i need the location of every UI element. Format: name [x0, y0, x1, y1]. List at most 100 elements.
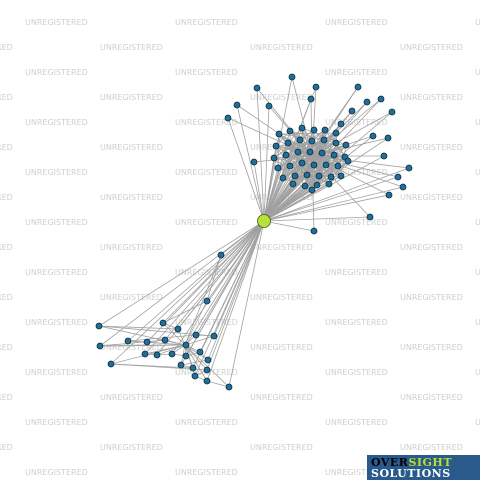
graph-edge: [156, 220, 265, 356]
logo-word-solutions: SOLUTIONS: [371, 467, 451, 480]
graph-edge: [273, 157, 294, 185]
watermark-text: UNREGISTERED: [175, 18, 238, 27]
watermark-text: UNREGISTERED: [175, 68, 238, 77]
graph-node: [286, 162, 294, 170]
graph-edge: [206, 254, 222, 302]
graph-node: [318, 149, 326, 157]
graph-edge: [180, 359, 209, 366]
graph-node: [96, 342, 104, 350]
watermark-text: UNREGISTERED: [175, 318, 238, 327]
logo-line-2: SOLUTIONS: [371, 468, 476, 479]
graph-edge: [282, 162, 303, 179]
graph-node: [366, 213, 374, 221]
graph-edge: [156, 344, 186, 356]
watermark-text: UNREGISTERED: [400, 343, 463, 352]
watermark-text: UNREGISTERED: [25, 418, 88, 427]
watermark-text: UNREGISTERED: [475, 68, 480, 77]
graph-edge: [318, 165, 339, 177]
logo-line-1: OVERSIGHT: [371, 457, 476, 468]
graph-node: [321, 126, 329, 134]
graph-node: [298, 124, 306, 132]
watermark-text: UNREGISTERED: [100, 43, 163, 52]
graph-edge: [164, 220, 265, 341]
graph-node: [296, 136, 304, 144]
graph-node: [380, 152, 388, 160]
watermark-text: UNREGISTERED: [475, 118, 480, 127]
graph-edge: [227, 117, 265, 222]
watermark-text: UNREGISTERED: [0, 193, 13, 202]
graph-node: [288, 73, 296, 81]
graph-edge: [277, 167, 320, 177]
graph-node: [310, 126, 318, 134]
graph-edge: [263, 105, 270, 222]
graph-node: [308, 137, 316, 145]
graph-node: [384, 134, 392, 142]
graph-node: [394, 173, 402, 181]
graph-node: [289, 180, 297, 188]
graph-edge: [99, 344, 187, 347]
watermark-text: UNREGISTERED: [0, 343, 13, 352]
watermark-text: UNREGISTERED: [400, 143, 463, 152]
graph-nodes: [95, 73, 413, 391]
graph-edge: [289, 151, 311, 167]
watermark-text: UNREGISTERED: [25, 68, 88, 77]
watermark-text: UNREGISTERED: [250, 393, 313, 402]
watermark-text: UNREGISTERED: [25, 468, 88, 477]
watermark-text: UNREGISTERED: [325, 318, 388, 327]
watermark-text: UNREGISTERED: [325, 218, 388, 227]
graph-edge: [192, 220, 265, 369]
graph-node: [191, 372, 199, 380]
watermark-text: UNREGISTERED: [175, 268, 238, 277]
watermark-text: UNREGISTERED: [100, 193, 163, 202]
watermark-text: UNREGISTERED: [325, 118, 388, 127]
graph-edge: [263, 186, 404, 222]
graph-edge: [263, 177, 284, 222]
graph-edge: [162, 300, 208, 324]
graph-node: [303, 171, 311, 179]
graph-node: [310, 161, 318, 169]
graph-edge: [180, 220, 265, 366]
graph-edge: [304, 164, 327, 187]
watermark-text: UNREGISTERED: [100, 93, 163, 102]
graph-edge: [297, 151, 320, 177]
graph-edge: [110, 220, 265, 365]
graph-node: [274, 164, 282, 172]
graph-edge: [263, 183, 294, 222]
graph-node: [399, 183, 407, 191]
logo-word-sight: SIGHT: [408, 456, 453, 469]
graph-edge: [228, 220, 265, 388]
graph-node: [306, 148, 314, 156]
graph-edge: [263, 157, 275, 222]
graph-node: [182, 341, 190, 349]
graph-edge: [321, 152, 342, 177]
graph-node: [284, 139, 292, 147]
graph-edge: [184, 344, 230, 388]
graph-node: [182, 352, 190, 360]
graph-node: [159, 319, 167, 327]
graph-edge: [99, 220, 265, 347]
watermark-text: UNREGISTERED: [25, 118, 88, 127]
graph-edge: [263, 189, 313, 222]
watermark-text: UNREGISTERED: [325, 368, 388, 377]
watermark-text: UNREGISTERED: [325, 18, 388, 27]
graph-edge: [99, 339, 166, 347]
watermark-text: UNREGISTERED: [100, 143, 163, 152]
watermark-text: UNREGISTERED: [250, 243, 313, 252]
watermark-text: UNREGISTERED: [25, 268, 88, 277]
watermark-text: UNREGISTERED: [400, 243, 463, 252]
graph-node: [279, 174, 287, 182]
graph-node: [225, 383, 233, 391]
graph-node: [253, 84, 261, 92]
graph-edge: [144, 220, 265, 355]
watermark-text: UNREGISTERED: [0, 393, 13, 402]
graph-edge: [316, 165, 339, 186]
graph-node: [344, 157, 352, 165]
graph-node: [332, 139, 340, 147]
graph-edges: [98, 76, 410, 388]
graph-node: [275, 130, 283, 138]
watermark-text: UNREGISTERED: [325, 168, 388, 177]
graph-edge: [263, 220, 315, 232]
graph-node: [308, 186, 316, 194]
graph-edge: [289, 165, 332, 178]
graph-edge: [263, 183, 330, 222]
